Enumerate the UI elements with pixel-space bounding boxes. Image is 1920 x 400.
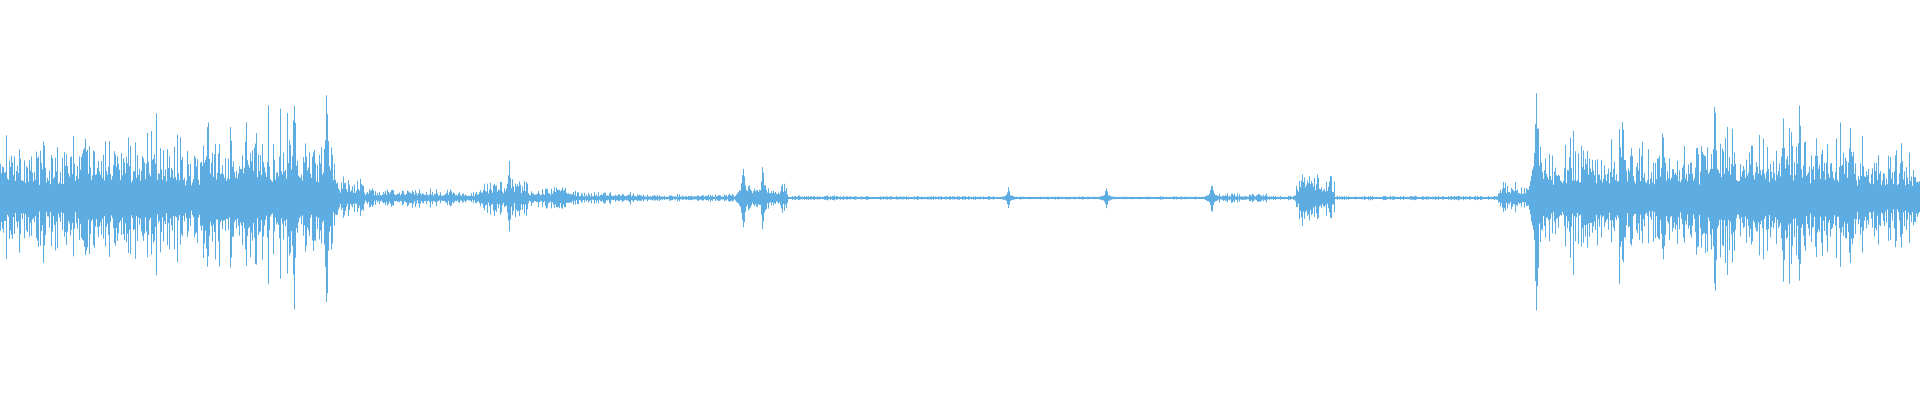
waveform-bars [0,93,1920,311]
waveform-signal [0,93,1920,311]
